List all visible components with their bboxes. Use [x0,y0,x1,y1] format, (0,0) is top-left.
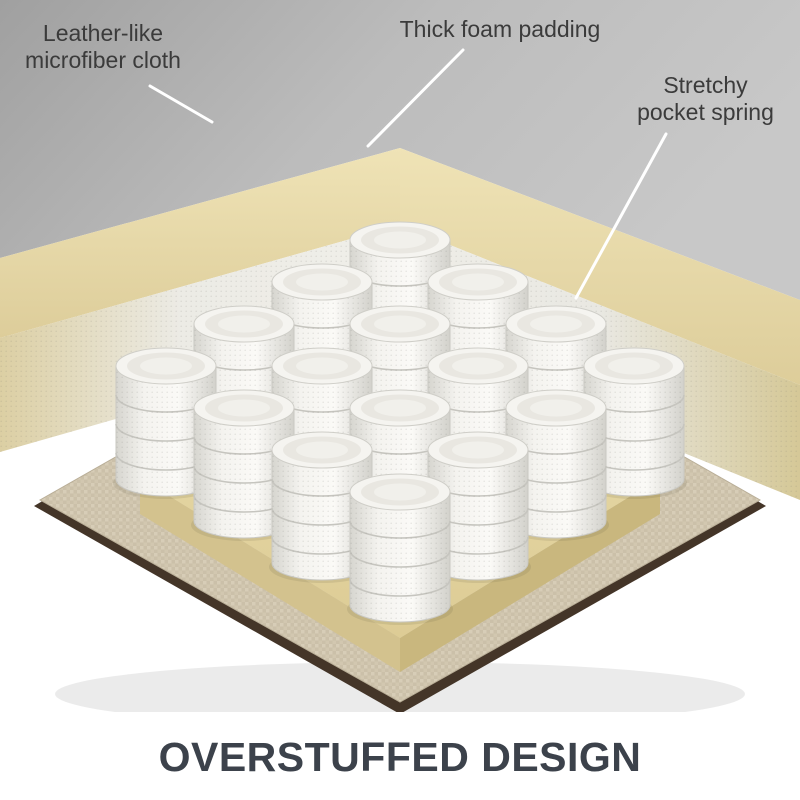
callout-microfiber-cloth: Leather-like microfiber cloth [8,20,198,74]
callout-pocket-spring: Stretchy pocket spring [628,72,783,126]
callout-foam-padding: Thick foam padding [375,16,625,43]
mattress-cutaway-illustration [0,0,800,712]
microfiber-top-fabric [0,0,800,300]
callout-pocket-spring-label: Stretchy pocket spring [637,72,774,126]
callout-microfiber-cloth-label: Leather-like microfiber cloth [25,20,181,74]
product-hero-image: Leather-like microfiber cloth Thick foam… [0,0,800,712]
leader-line-foam-padding [366,48,465,148]
leader-line-pocket-spring [574,132,668,300]
foam-padding-cut-faces [0,148,800,385]
leader-line-microfiber-cloth [148,84,214,124]
caption-overstuffed-design: OVERSTUFFED DESIGN [158,734,642,780]
callout-foam-padding-label: Thick foam padding [399,16,601,42]
